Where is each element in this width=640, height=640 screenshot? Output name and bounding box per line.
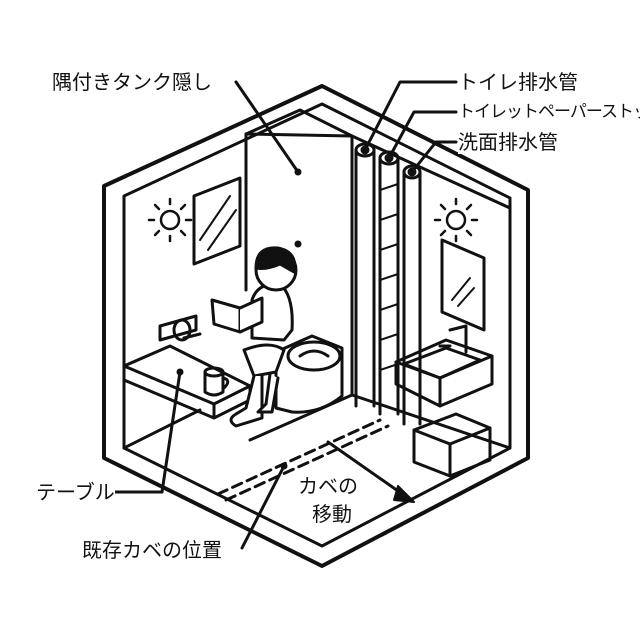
window xyxy=(192,176,242,266)
label-toilet-drain: トイレ排水管 xyxy=(458,70,578,94)
person xyxy=(210,240,302,428)
wall-move-arrow xyxy=(326,440,410,500)
pipes xyxy=(354,142,422,426)
back-walls xyxy=(122,108,512,450)
label-sink-drain: 洗面排水管 xyxy=(458,130,558,154)
label-table: テーブル xyxy=(36,480,115,504)
label-old-wall: 既存カベの位置 xyxy=(82,538,222,562)
storage-box xyxy=(412,412,492,478)
label-tank-cover: 隅付きタンク隠し xyxy=(52,70,212,94)
label-paper-stock: トイレットペーパーストック xyxy=(458,100,640,124)
mug xyxy=(203,366,230,397)
old-wall-dashed xyxy=(216,418,390,502)
label-wall-move-2: 移動 xyxy=(312,502,352,526)
leader-lines xyxy=(110,80,458,550)
light-right xyxy=(433,197,479,243)
sink xyxy=(394,324,494,408)
table xyxy=(122,344,252,420)
toilet xyxy=(274,334,344,414)
mirror xyxy=(440,238,486,332)
label-wall-move-1: カベの xyxy=(298,474,358,498)
light-left xyxy=(147,197,193,243)
paper-holder xyxy=(158,314,202,342)
